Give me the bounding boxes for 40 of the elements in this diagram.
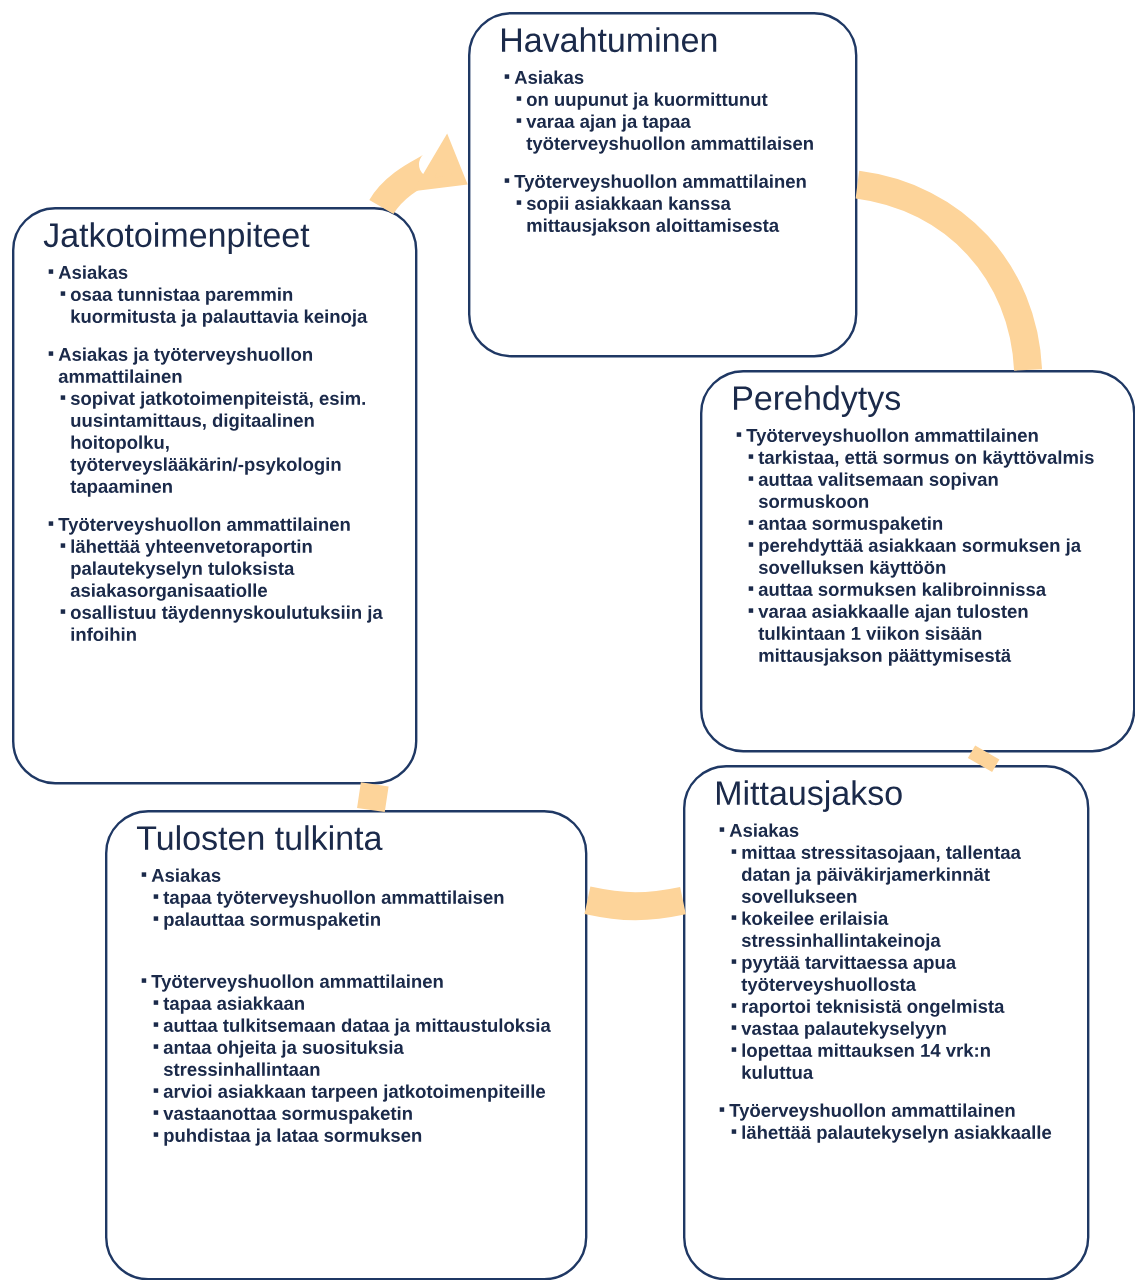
stage-box	[683, 765, 1090, 1280]
bullet-item: tarkistaa, että sormus on käyttövalmis	[748, 450, 1094, 468]
bullet-item: puhdistaa ja lataa sormuksen	[153, 1128, 422, 1146]
bullet-item: sopivat jatkotoimenpiteistä, esim. uusintamittaus, digitaalinen hoitopolku, työterveyslääkärin/-psykologin tapaaminen	[60, 391, 365, 497]
stage-box	[105, 810, 588, 1280]
box-heading: Havahtuminen	[502, 27, 717, 53]
bullet-item: varaa ajan ja tapaa työterveyshuollon ammattilaisen	[516, 114, 813, 154]
stage-box	[468, 12, 858, 358]
bullet-item: antaa sormuspaketin	[748, 516, 943, 534]
box-heading: Jatkotoimenpiteet	[43, 222, 310, 254]
bullet-item: Asiakas	[719, 823, 799, 837]
bullet-item: osaa tunnistaa paremmin kuormitusta ja palauttavia keinoja	[60, 287, 368, 327]
bullet-item: Asiakas	[504, 70, 584, 84]
bullet-item: Työterveyshuollon ammattilainen	[141, 974, 443, 992]
stage-box	[700, 370, 1135, 753]
bullet-item: lopettaa mittauksen 14 vrk:n kuluttua	[731, 1043, 990, 1079]
bullet-item: Työterveyshuollon ammattilainen	[48, 517, 350, 535]
bullet-item: tapaa työterveyshuollon ammattilaisen	[153, 890, 504, 908]
bullet-item: raportoi teknisistä ongelmista	[731, 999, 1005, 1017]
bullet-item: palauttaa sormuspaketin	[153, 912, 380, 930]
bullet-item: on uupunut ja kuormittunut	[516, 92, 768, 110]
bullet-item: Työerveyshuollon ammattilainen	[719, 1103, 1015, 1121]
bullet-item: auttaa tulkitsemaan dataa ja mittaustuloksia	[153, 1018, 551, 1036]
bullet-item: osallistuu täydennyskoulutuksiin ja infoihin	[60, 605, 383, 641]
bullet-item: lähettää palautekyselyn asiakkaalle	[731, 1125, 1052, 1143]
bullet-item: vastaa palautekyselyyn	[731, 1021, 946, 1039]
bullet-item: Asiakas	[48, 265, 128, 279]
bullet-item: tapaa asiakkaan	[153, 996, 304, 1014]
bullet-item: arvioi asiakkaan tarpeen jatkotoimenpiteille	[153, 1084, 546, 1102]
bullet-item: varaa asiakkaalle ajan tulosten tulkintaan 1 viikon sisään mittausjakson päättymisestä	[748, 604, 1028, 666]
box-heading: Tulosten tulkinta	[136, 825, 383, 851]
box-heading: Perehdytys	[734, 385, 901, 417]
bullet-item: auttaa sormuksen kalibroinnissa	[748, 582, 1047, 596]
box-heading: Mittausjakso	[717, 780, 902, 812]
bullet-item: vastaanottaa sormuspaketin	[153, 1106, 412, 1124]
bullet-item: Työterveyshuollon ammattilainen	[504, 174, 806, 192]
bullet-item: sopii asiakkaan kanssa mittausjakson aloittamisesta	[516, 196, 780, 236]
bullet-item: Asiakas	[141, 868, 221, 882]
stage-box	[12, 207, 418, 785]
bullet-item: Työterveyshuollon ammattilainen	[736, 428, 1038, 446]
